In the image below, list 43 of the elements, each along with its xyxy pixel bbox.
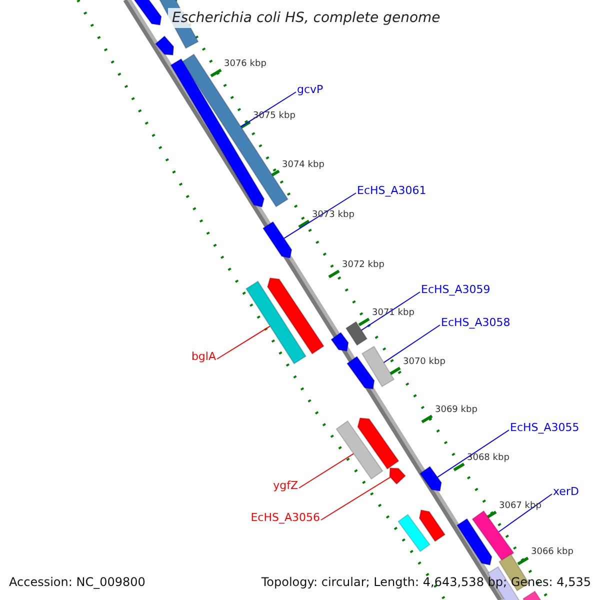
leader-line (284, 192, 356, 239)
leader-line (383, 324, 440, 364)
gene-label: EcHS_A3056 (250, 511, 320, 525)
gene-label: xerD (553, 485, 579, 499)
gene-bar (398, 514, 430, 552)
gene-bar (346, 356, 375, 390)
info-text: Accession: NC_009800 (9, 574, 146, 590)
gene-label: gcvP (297, 83, 324, 97)
gene-bar (472, 510, 514, 562)
gene-label: EcHS_A3058 (441, 316, 510, 330)
tick-label: 3069 kbp (435, 405, 478, 416)
gene-label: EcHS_A3061 (357, 184, 426, 198)
leader-line (498, 494, 552, 532)
leader-line (437, 430, 510, 478)
tick-label: 3070 kbp (403, 357, 446, 368)
tick-label: 3068 kbp (467, 453, 510, 464)
tick-label: 3066 kbp (531, 547, 574, 558)
gene-bar (345, 321, 368, 346)
gene-bar (357, 417, 400, 470)
gene-label: EcHS_A3055 (510, 421, 580, 435)
gene-bar (336, 420, 384, 480)
tick-label: 3076 kbp (224, 59, 266, 70)
gene-label: ygfZ (273, 479, 298, 493)
gene-bar (330, 332, 349, 352)
gene-bar (361, 346, 395, 388)
tick-label: 3074 kbp (282, 160, 324, 171)
gene-bar (266, 277, 324, 355)
gene-label: bglA (191, 350, 216, 364)
tick-label: 3072 kbp (342, 260, 384, 271)
gene-bar (389, 467, 406, 485)
gene-bar (418, 509, 446, 542)
leader-line (361, 292, 420, 331)
leader-line (240, 92, 296, 128)
leader-line (298, 453, 354, 488)
gene-bar (262, 221, 292, 259)
leader-line (216, 326, 270, 360)
gene-bar (132, 0, 162, 26)
gene-bar (154, 35, 174, 56)
gene-label: EcHS_A3059 (421, 283, 490, 297)
leader-line (320, 476, 391, 520)
gene-bar (245, 280, 307, 364)
gene-bar (419, 466, 442, 492)
gene-bar (456, 518, 492, 566)
